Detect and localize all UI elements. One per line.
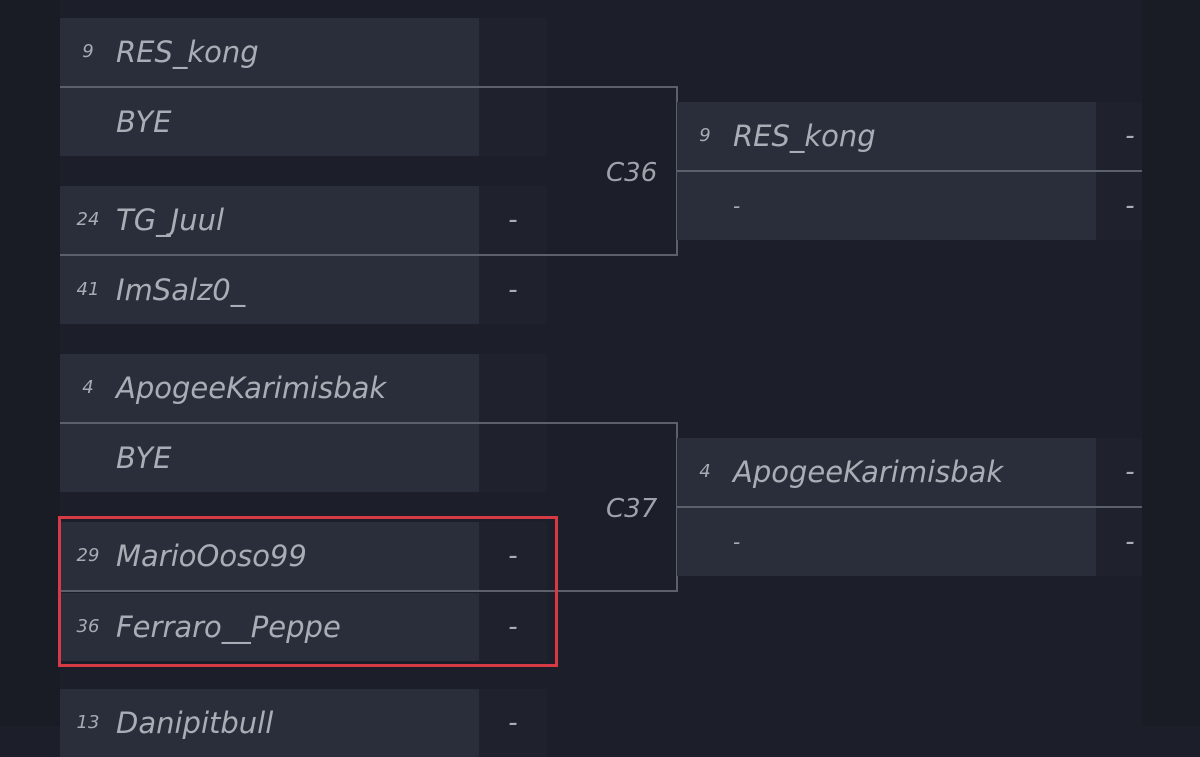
player-name-cell: 24 TG_Juul [60, 186, 479, 254]
connector-line [677, 506, 1142, 508]
player-name-cell: 4 ApogeeKarimisbak [60, 354, 479, 422]
seed-number [691, 172, 719, 240]
score-cell [479, 88, 547, 156]
player-name-cell: BYE [60, 88, 479, 156]
score-value: - [1125, 527, 1135, 557]
score-cell: - [1096, 438, 1142, 506]
player-name-cell: 4 ApogeeKarimisbak [677, 438, 1096, 506]
score-value [479, 354, 547, 422]
score-cell: - [1096, 102, 1142, 170]
score-cell: - [479, 593, 547, 661]
seed-number: 13 [76, 712, 100, 733]
left-column-stripe [0, 0, 60, 726]
highlight-box [58, 516, 558, 667]
score-value: - [1125, 121, 1135, 151]
score-value: - [1125, 457, 1135, 487]
score-cell [479, 18, 547, 86]
match-label-c37: C37 [606, 494, 658, 524]
player-name: RES_kong [733, 119, 876, 153]
score-value: - [508, 205, 518, 235]
player-name-cell: - [677, 508, 1096, 576]
seed-number: 9 [82, 41, 94, 62]
player-name: BYE [116, 105, 172, 139]
player-name: ImSalz0_ [116, 273, 246, 307]
seed-number: 36 [76, 616, 100, 637]
seed-number [74, 88, 102, 156]
score-cell: - [1096, 508, 1142, 576]
player-name: MarioOoso99 [116, 539, 307, 573]
match-label-c36: C36 [606, 158, 658, 188]
score-cell: - [479, 256, 547, 324]
player-name: BYE [116, 441, 172, 475]
connector-line [60, 590, 677, 592]
player-name: ApogeeKarimisbak [733, 455, 1004, 489]
player-name-cell: - [677, 172, 1096, 240]
seed-number [74, 424, 102, 492]
player-name-cell: BYE [60, 424, 479, 492]
seed-number: 9 [699, 125, 711, 146]
player-name: ApogeeKarimisbak [116, 371, 387, 405]
score-value [479, 424, 547, 492]
seed-number: 4 [699, 461, 711, 482]
player-name-cell: 29 MarioOoso99 [60, 522, 479, 590]
connector-line [60, 86, 677, 88]
connector-line [677, 170, 1142, 172]
score-value: - [508, 612, 518, 642]
score-cell: - [479, 689, 547, 757]
score-cell [479, 424, 547, 492]
player-name: - [733, 530, 741, 554]
player-name-cell: 9 RES_kong [677, 102, 1096, 170]
score-value: - [1125, 191, 1135, 221]
player-name: - [733, 194, 741, 218]
player-name-cell: 13 Danipitbull [60, 689, 479, 757]
score-value: - [508, 541, 518, 571]
connector-line [60, 422, 677, 424]
score-value [479, 88, 547, 156]
score-value: - [508, 708, 518, 738]
score-value [479, 18, 547, 86]
player-name: Danipitbull [116, 706, 274, 740]
seed-number: 4 [82, 377, 94, 398]
player-name-cell: 9 RES_kong [60, 18, 479, 86]
score-value: - [508, 275, 518, 305]
player-name: TG_Juul [116, 203, 225, 237]
score-cell: - [1096, 172, 1142, 240]
seed-number: 29 [76, 545, 100, 566]
player-name-cell: 36 Ferraro__Peppe [60, 593, 479, 661]
player-name: Ferraro__Peppe [116, 610, 341, 644]
right-column-stripe [1142, 0, 1200, 726]
score-cell [479, 354, 547, 422]
connector-line [60, 254, 677, 256]
score-cell: - [479, 522, 547, 590]
seed-number: 24 [76, 209, 100, 230]
seed-number [691, 508, 719, 576]
score-cell: - [479, 186, 547, 254]
player-name-cell: 41 ImSalz0_ [60, 256, 479, 324]
seed-number: 41 [76, 279, 100, 300]
player-name: RES_kong [116, 35, 259, 69]
